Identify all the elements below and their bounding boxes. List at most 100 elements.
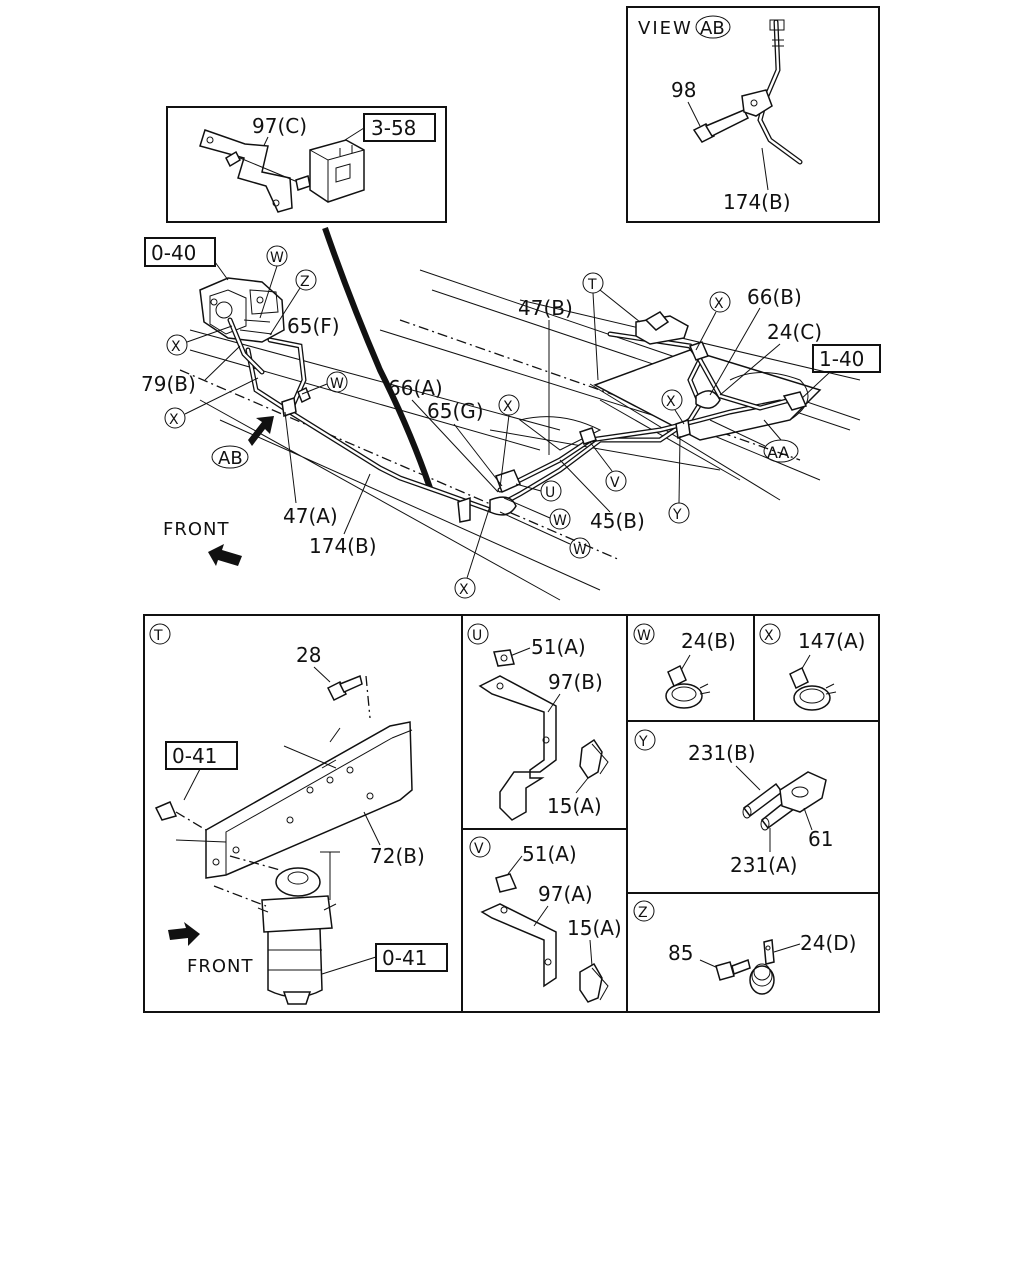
label-15a-v: 15(A) <box>567 916 622 940</box>
bolt-0-41 <box>154 801 178 821</box>
view-arrow-ab <box>248 416 274 446</box>
label-174b-view: 174(B) <box>723 190 791 214</box>
front-arrow-main <box>208 544 242 566</box>
label-66b: 66(B) <box>747 285 802 309</box>
label-45b: 45(B) <box>590 509 645 533</box>
ref-3-58: 3-58 <box>371 116 416 140</box>
circle-w-1-text: W <box>270 250 284 266</box>
bolt-98 <box>692 109 750 143</box>
panel-v: V 51(A) 97(A) 15(A) <box>469 836 622 1003</box>
circle-ab-view <box>695 15 731 39</box>
label-65g: 65(G) <box>427 399 484 423</box>
circle-u-main-text: U <box>545 485 555 501</box>
circle-x-3-text: X <box>503 399 513 415</box>
panel-v-id: V <box>474 841 484 857</box>
label-24c: 24(C) <box>767 320 822 344</box>
label-65f: 65(F) <box>287 314 340 338</box>
clip-15a-v <box>579 962 603 1003</box>
panel-t: T 28 0-41 72(B) <box>149 623 448 1005</box>
bracket-72b <box>205 721 413 879</box>
nut-51a-u <box>493 649 515 667</box>
ref-0-40: 0-40 <box>151 241 196 265</box>
circle-w-3-text: W <box>553 513 567 529</box>
panel-x: X 147(A) <box>759 623 865 711</box>
panel-u: U 51(A) 97(B) 15(A) <box>467 623 609 821</box>
grommet-61 <box>779 771 827 813</box>
circle-x-6-text: X <box>459 582 469 598</box>
panel-z-id: Z <box>638 905 648 921</box>
label-61: 61 <box>808 827 833 851</box>
label-28: 28 <box>296 643 321 667</box>
label-174b: 174(B) <box>309 534 377 558</box>
front-label-t: FRONT <box>187 956 254 977</box>
label-97b: 97(B) <box>548 670 603 694</box>
circle-x-1-text: X <box>171 339 181 355</box>
circle-x-5-text: X <box>666 394 676 410</box>
circle-t-main-text: T <box>587 277 597 293</box>
detail-grid <box>143 614 880 1013</box>
label-97a: 97(A) <box>538 882 593 906</box>
injection-pump <box>199 277 285 343</box>
panel-z: Z 85 24(D) <box>633 900 856 995</box>
clamp-24b <box>665 683 703 709</box>
circle-ab-main-text: AB <box>218 448 243 469</box>
bracket-97b <box>478 675 557 821</box>
circle-x-4-text: X <box>714 296 724 312</box>
fuel-filter <box>257 851 340 1005</box>
panel-w: W 24(B) <box>633 623 736 709</box>
label-51a-v: 51(A) <box>522 842 577 866</box>
ref-box-0-41-a <box>165 741 238 770</box>
circle-ab-view-text: AB <box>700 18 725 39</box>
label-47a: 47(A) <box>283 504 338 528</box>
label-85: 85 <box>668 941 693 965</box>
ref-0-41-a: 0-41 <box>172 744 217 768</box>
inset-view-ab: VIEW AB 98 174(B) <box>626 6 880 223</box>
view-label: VIEW <box>638 18 693 39</box>
panel-y: Y 231(B) 61 231(A) <box>634 729 833 877</box>
panel-t-id: T <box>153 628 163 644</box>
circle-z-text: Z <box>300 274 310 290</box>
label-98: 98 <box>671 78 696 102</box>
circle-v-main-text: V <box>610 475 620 491</box>
circle-x-2-text: X <box>169 412 179 428</box>
panel-y-id: Y <box>638 734 648 750</box>
label-147a: 147(A) <box>798 629 865 653</box>
ref-box-3-58 <box>363 113 436 142</box>
clamp-147a <box>793 685 831 711</box>
nut-51a-v <box>495 873 518 893</box>
label-97c: 97(C) <box>252 114 307 138</box>
ref-box-0-40 <box>144 237 216 267</box>
front-arrow-t <box>168 922 200 946</box>
label-72b: 72(B) <box>370 844 425 868</box>
circle-aa-text: AA <box>767 443 789 462</box>
ref-0-41-b: 0-41 <box>382 946 427 970</box>
panel-u-id: U <box>472 628 482 644</box>
bolt-85 <box>715 961 735 981</box>
label-231b: 231(B) <box>688 741 756 765</box>
label-51a-u: 51(A) <box>531 635 586 659</box>
main-assembly: 0-40 1-40 W Z <box>141 227 881 601</box>
label-66a: 66(A) <box>388 376 443 400</box>
label-47b: 47(B) <box>518 296 573 320</box>
label-24d: 24(D) <box>800 931 856 955</box>
circle-w-4-text: W <box>573 542 587 558</box>
label-15a-u: 15(A) <box>547 794 602 818</box>
clip-block <box>309 139 365 203</box>
ref-box-1-40 <box>812 344 881 373</box>
circle-y-main-text: Y <box>672 507 682 523</box>
clamp-24d <box>749 939 775 995</box>
inset-bracket-97c: 97(C) 3-58 <box>166 106 447 223</box>
label-24b: 24(B) <box>681 629 736 653</box>
label-79b: 79(B) <box>141 372 196 396</box>
ref-1-40: 1-40 <box>819 347 864 371</box>
panel-w-id: W <box>637 628 651 644</box>
label-231a: 231(A) <box>730 853 797 877</box>
bracket-shape <box>199 129 293 213</box>
clip-15a-u <box>579 738 603 780</box>
front-label-main: FRONT <box>163 519 230 540</box>
bracket-97a <box>480 903 557 988</box>
circle-w-2-text: W <box>330 376 344 392</box>
circle-ab-main <box>211 445 249 469</box>
panel-x-id: X <box>764 628 774 644</box>
